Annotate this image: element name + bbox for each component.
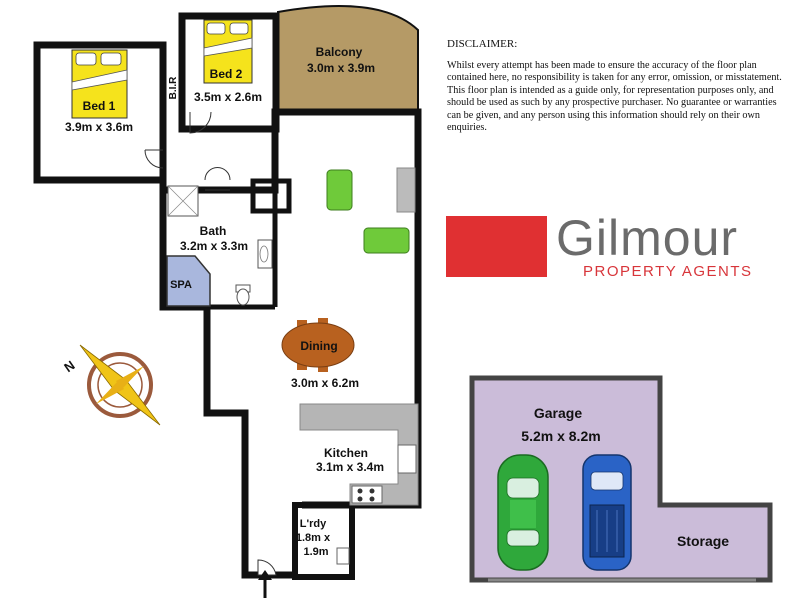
room-labels: Balcony 3.0m x 3.9m Bed 1 3.9m x 3.6m Be… xyxy=(61,45,729,558)
blue-car xyxy=(582,454,632,571)
kitchen-name: Kitchen xyxy=(324,446,368,460)
bed-2-furniture xyxy=(203,19,253,84)
compass-north-label: N xyxy=(61,357,77,375)
balcony-name: Balcony xyxy=(316,45,363,59)
bath-fixtures xyxy=(166,185,273,307)
garage-name: Garage xyxy=(534,405,582,421)
kitchen-size: 3.1m x 3.4m xyxy=(316,460,384,474)
balcony-area xyxy=(277,5,419,114)
bed1-size: 3.9m x 3.6m xyxy=(65,120,133,134)
spa-label: SPA xyxy=(170,279,192,291)
laundry-name: L'rdy xyxy=(300,518,327,530)
balcony-size: 3.0m x 3.9m xyxy=(307,61,375,75)
kitchen-counter xyxy=(299,403,419,506)
bed2-name: Bed 2 xyxy=(210,67,243,81)
disclaimer-title: DISCLAIMER: xyxy=(447,38,518,50)
storage-label: Storage xyxy=(677,533,729,549)
bed-1-furniture xyxy=(71,49,128,119)
laundry-size-line1: 1.8m x xyxy=(296,532,331,544)
bed1-name: Bed 1 xyxy=(83,99,116,113)
logo-tagline: PROPERTY AGENTS xyxy=(583,263,753,280)
disclaimer-text: Whilst every attempt has been made to en… xyxy=(447,60,782,134)
doors xyxy=(144,111,277,576)
dining-table xyxy=(281,318,355,372)
garage-size: 5.2m x 8.2m xyxy=(521,428,600,444)
bir-label: B.I.R xyxy=(168,76,179,100)
bed2-size: 3.5m x 2.6m xyxy=(194,90,262,104)
dining-size: 3.0m x 6.2m xyxy=(291,376,359,390)
walls xyxy=(33,12,422,580)
compass-icon xyxy=(79,344,161,426)
bath-name: Bath xyxy=(200,224,227,238)
green-car xyxy=(497,454,549,571)
dining-name: Dining xyxy=(300,339,337,353)
logo-square-icon xyxy=(446,216,547,277)
logo-name: Gilmour xyxy=(556,210,739,266)
entry-arrow-icon xyxy=(258,570,272,598)
living-furniture xyxy=(326,167,416,254)
laundry-size-line2: 1.9m xyxy=(303,546,328,558)
laundry-sink xyxy=(336,547,350,565)
bath-size: 3.2m x 3.3m xyxy=(180,239,248,253)
